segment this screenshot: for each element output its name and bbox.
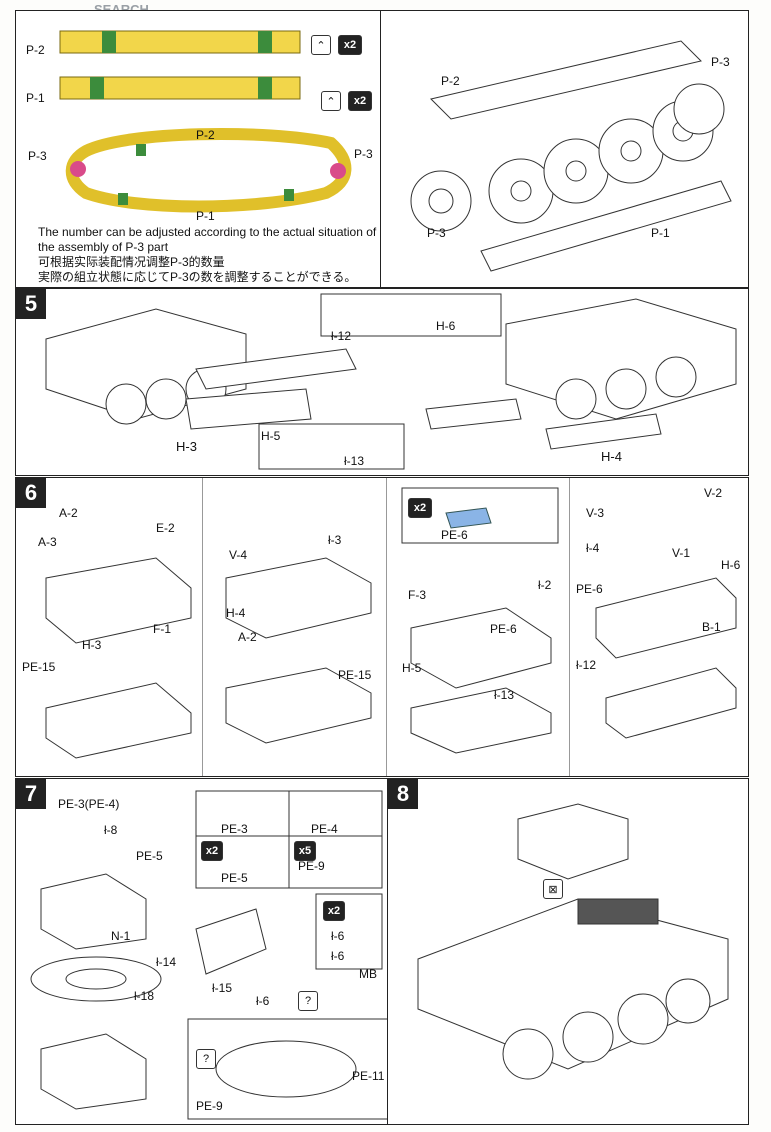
step-number: 7 [16,779,46,809]
step-5-panel: 5 H-3 ł-12 H-6 H-5 ł-13 H-4 [15,288,749,476]
label-a3: A-3 [38,535,57,549]
running-gear-panel: P-2 P-3 P-3 P-1 [380,10,749,288]
label-h4: H-4 [226,606,246,620]
qty-x2-badge: x2 [348,91,372,111]
question-icon: ? [196,1049,216,1069]
up-arrow-icon: ⌃ [321,91,341,111]
label-v3: V-3 [586,506,605,520]
label-p3-right: P-3 [354,147,373,161]
label-p2-loop: P-2 [196,128,215,142]
label-i4: ł-4 [586,541,600,555]
step-number: 5 [16,289,46,319]
qty-x2-badge: x2 [323,901,345,921]
up-arrow-icon: ⌃ [311,35,331,55]
label-h5: H-5 [261,429,281,443]
label-p3-bottom: P-3 [427,226,446,240]
note-japanese: 実際の組立状態に応じてP-3の数を調整することができる。 [38,270,357,284]
label-p3-top: P-3 [711,55,730,69]
step-7-panel: 7 PE-3(PE-4) ł-8 PE-5 N-1 ł-14 ł-18 ł-15… [15,778,389,1125]
track-diagram-panel: P-2 P-1 ⌃ x2 ⌃ x2 P-2 P-3 P-3 P-1 The nu… [15,10,382,288]
label-h4: H-4 [601,449,622,464]
label-v1: V-1 [672,546,691,560]
label-i6-b: ł-6 [331,929,345,943]
label-h5: H-5 [402,661,422,675]
label-p2: P-2 [441,74,460,88]
step-6-panel: 6 A-2 E-2 A-3 F-1 H-3 PE-15 ł-3 V-4 H-4 … [15,477,749,777]
label-a2-b: A-2 [238,630,257,644]
label-h3: H-3 [176,439,197,454]
label-n1: N-1 [111,929,131,943]
label-pe5-b: PE-5 [221,871,248,885]
label-i14: ł-14 [156,955,177,969]
step-6-drawing [45,487,737,759]
label-pe6-b: PE-6 [490,622,517,636]
step-7-drawing [30,790,388,1120]
label-pe15-b: PE-15 [338,668,372,682]
step-8-panel: 8 ⊠ [387,778,749,1125]
divider [569,478,570,776]
running-gear-drawing [410,40,732,272]
label-v2: V-2 [704,486,723,500]
label-b1: B-1 [702,620,721,634]
label-f1: F-1 [153,622,171,636]
label-pe3: PE-3 [221,822,248,836]
label-i12: ł-12 [576,658,597,672]
track-links-drawing [59,30,352,213]
label-h3: H-3 [82,638,102,652]
label-i18: ł-18 [134,989,155,1003]
label-pe9-b: PE-9 [196,1099,223,1113]
note-chinese: 可根据实际装配情况调整P-3的数量 [38,255,225,269]
question-icon: ? [298,991,318,1011]
label-i8: ł-8 [104,823,118,837]
label-p2: P-2 [26,43,45,57]
step-5-drawing [45,293,737,470]
qty-x2-badge: x2 [338,35,362,55]
label-i12: ł-12 [331,329,352,343]
label-i15: ł-15 [212,981,233,995]
label-pe3-pe4: PE-3(PE-4) [58,797,120,811]
label-h6: H-6 [721,558,741,572]
label-pe11: PE-11 [352,1069,385,1083]
label-i13: ł-13 [494,688,515,702]
label-pe9: PE-9 [298,859,325,873]
label-mb: MB [359,967,377,981]
qty-x2-badge: x2 [408,498,432,518]
note-english: The number can be adjusted according to … [38,225,377,254]
label-p3-left: P-3 [28,149,47,163]
label-f3: F-3 [408,588,426,602]
no-glue-icon: ⊠ [543,879,563,899]
step-8-drawing [417,803,729,1080]
label-p1: P-1 [651,226,670,240]
divider [202,478,203,776]
label-i13: ł-13 [344,454,365,468]
step-number: 8 [388,779,418,809]
label-i2: ł-2 [538,578,552,592]
label-i6: ł-6 [256,994,270,1008]
step-number: 6 [16,478,46,508]
label-e2: E-2 [156,521,175,535]
label-i6-c: ł-6 [331,949,345,963]
label-h6: H-6 [436,319,456,333]
label-i3: ł-3 [328,533,342,547]
label-a2: A-2 [59,506,78,520]
label-pe6: PE-6 [441,528,468,542]
label-pe5: PE-5 [136,849,163,863]
label-p1: P-1 [26,91,45,105]
divider [386,478,387,776]
label-pe6-c: PE-6 [576,582,603,596]
label-p1-loop: P-1 [196,209,215,223]
label-v4: V-4 [229,548,248,562]
label-pe4: PE-4 [311,822,338,836]
qty-x2-badge: x2 [201,841,223,861]
qty-x5-badge: x5 [294,841,316,861]
label-pe15: PE-15 [22,660,56,674]
